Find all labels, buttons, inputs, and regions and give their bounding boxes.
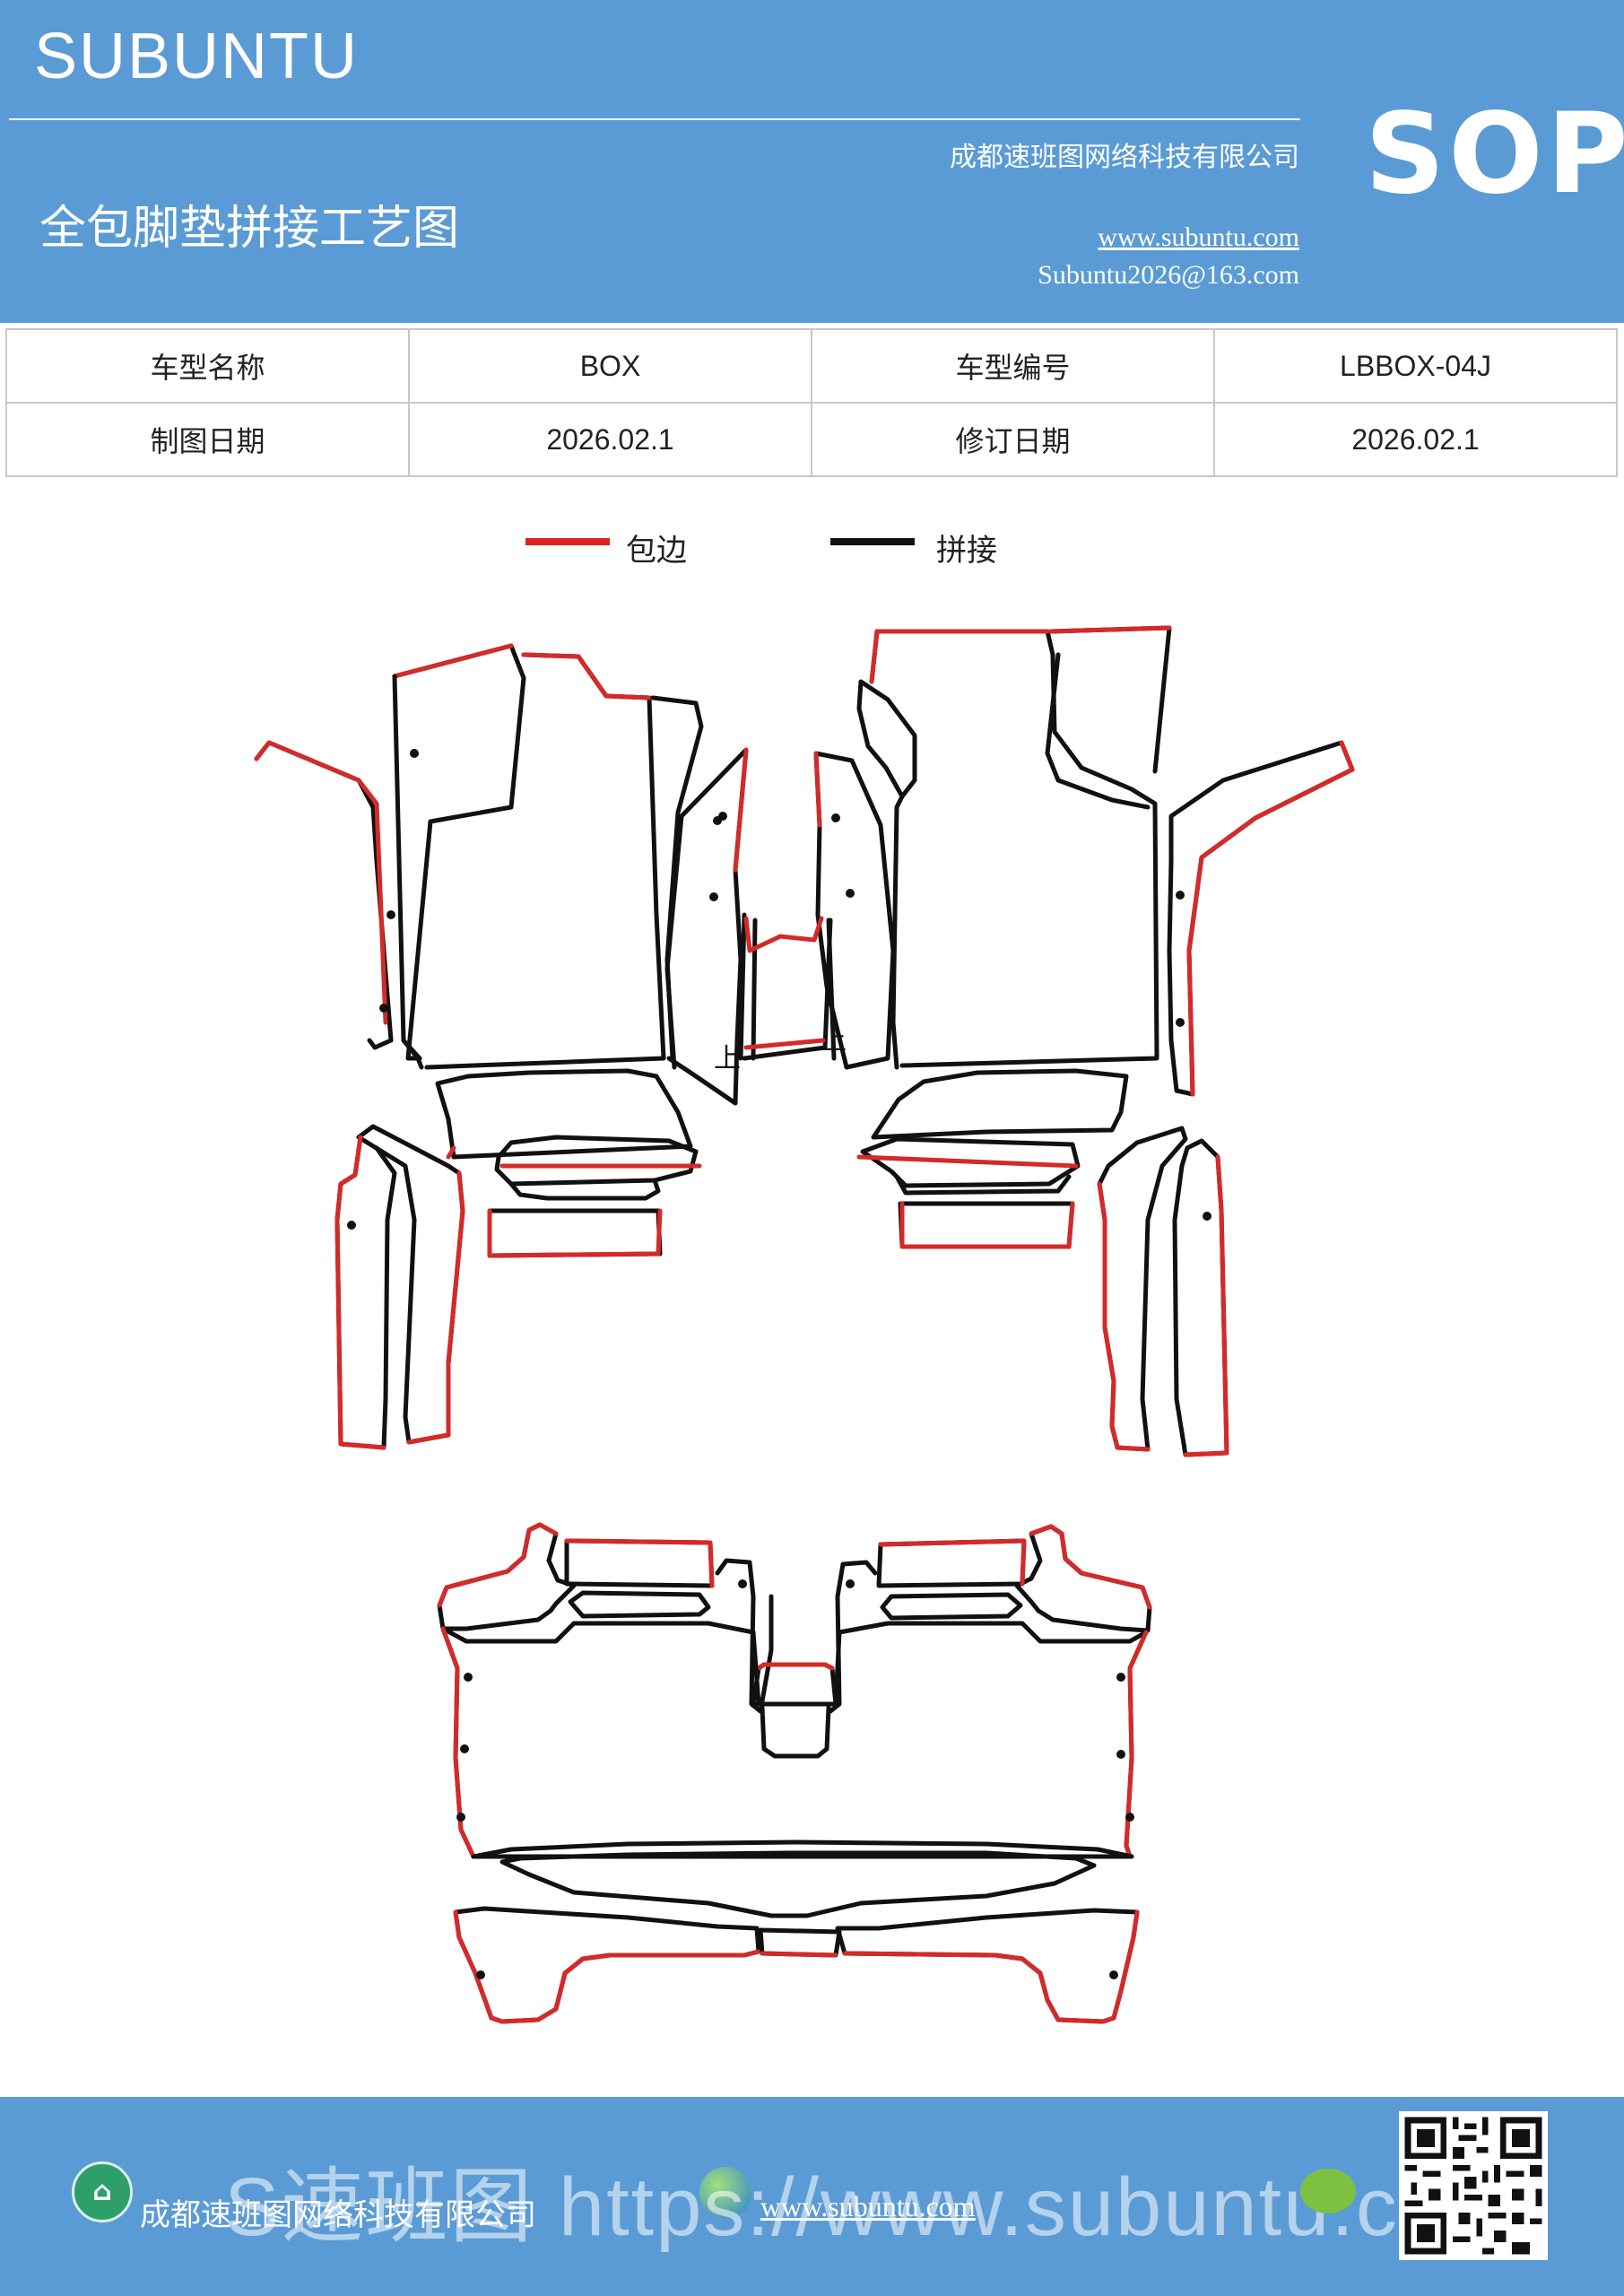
document-title: 全包脚垫拼接工艺图 bbox=[39, 202, 460, 256]
rear-top-right-pieces bbox=[828, 1524, 1152, 1714]
legend-label-edge: 包边 bbox=[626, 533, 687, 569]
rear-middle-strip bbox=[499, 1850, 1097, 1918]
floor-mat-diagram: 上 上 bbox=[254, 625, 1355, 2024]
front-left-heel-pieces bbox=[435, 1068, 702, 1258]
table-row: 车型名称 BOX 车型编号 LBBOX-04J bbox=[5, 328, 1618, 404]
rear-main-mat bbox=[440, 1621, 1149, 1859]
footer-watermark: S速班图 https://www.subuntu.com bbox=[224, 2161, 1517, 2253]
legend-swatch-edge bbox=[525, 538, 610, 545]
globe-icon bbox=[699, 2167, 751, 2219]
header-divider bbox=[9, 118, 1300, 120]
left-sill-strips bbox=[334, 1124, 465, 1450]
label-revision-date: 修订日期 bbox=[811, 402, 1215, 477]
legend-label-seam: 拼接 bbox=[936, 533, 997, 569]
direction-mark-left: 上 bbox=[714, 1043, 741, 1074]
right-sill-strips bbox=[1097, 1126, 1229, 1457]
value-revision-date: 2026.02.1 bbox=[1213, 402, 1618, 477]
footer-website-link[interactable]: www.subuntu.com bbox=[760, 2190, 976, 2222]
sop-badge: SOP bbox=[1365, 90, 1624, 219]
label-drawing-date: 制图日期 bbox=[5, 402, 410, 477]
page-header: SUBUNTU 全包脚垫拼接工艺图 成都速班图网络科技有限公司 www.subu… bbox=[0, 0, 1624, 323]
value-drawing-date: 2026.02.1 bbox=[408, 402, 812, 477]
rear-top-left-pieces bbox=[437, 1522, 774, 1714]
company-name: 成都速班图网络科技有限公司 bbox=[950, 142, 1299, 173]
footer-company-name: 成都速班图网络科技有限公司 bbox=[140, 2197, 536, 2233]
vehicle-info-table: 车型名称 BOX 车型编号 LBBOX-04J 制图日期 2026.02.1 修… bbox=[5, 328, 1618, 477]
legend: 包边 拼接 bbox=[0, 526, 1624, 579]
center-front-pieces bbox=[713, 751, 896, 1070]
label-model-code: 车型编号 bbox=[811, 328, 1215, 404]
email-address: Subuntu2026@163.com bbox=[1038, 260, 1299, 290]
label-model-name: 车型名称 bbox=[5, 328, 410, 404]
qr-code-icon bbox=[1399, 2111, 1548, 2260]
wechat-icon bbox=[1300, 2169, 1356, 2213]
legend-swatch-seam bbox=[830, 538, 915, 545]
page-footer: ⌂ 成都速班图网络科技有限公司 www.subuntu.com S速班图 htt… bbox=[0, 2097, 1624, 2296]
front-right-heel-pieces bbox=[856, 1068, 1129, 1249]
rear-bottom-pieces bbox=[453, 1906, 1140, 2024]
value-model-code: LBBOX-04J bbox=[1213, 328, 1618, 404]
front-left-mat bbox=[254, 643, 749, 1106]
value-model-name: BOX bbox=[408, 328, 812, 404]
table-row: 制图日期 2026.02.1 修订日期 2026.02.1 bbox=[5, 402, 1618, 477]
direction-mark-right: 上 bbox=[820, 1025, 847, 1057]
brand-name: SUBUNTU bbox=[34, 21, 360, 92]
front-right-mat bbox=[856, 625, 1355, 1097]
company-icon: ⌂ bbox=[72, 2161, 133, 2222]
website-link[interactable]: www.subuntu.com bbox=[1098, 222, 1299, 252]
